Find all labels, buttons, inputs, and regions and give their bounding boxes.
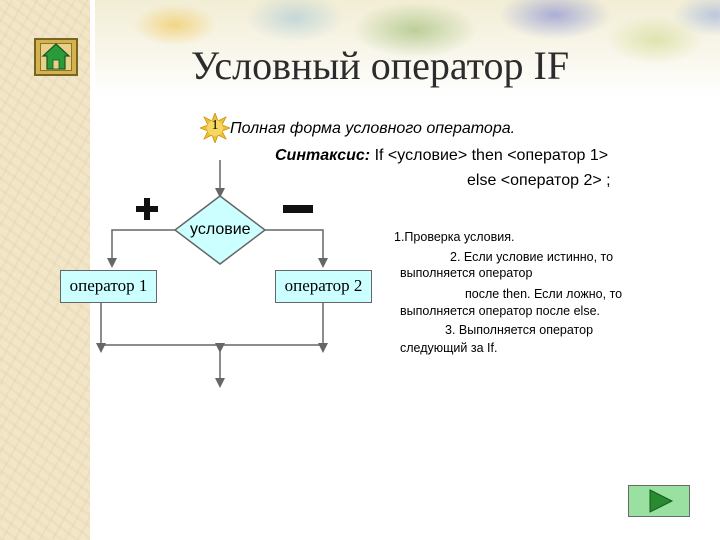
notes-line-1: 1.Проверка условия. xyxy=(394,230,515,244)
syntax-line-1: Синтаксис: If <условие> then <оператор 1… xyxy=(275,147,608,165)
numbered-burst-icon xyxy=(200,113,230,143)
notes-line-4: после then. Если ложно, то xyxy=(465,287,623,301)
next-slide-button[interactable] xyxy=(628,485,690,517)
syntax-if-then: If <условие> then <оператор 1> xyxy=(370,147,609,164)
operator-1-box: оператор 1 xyxy=(60,270,157,303)
home-icon xyxy=(41,43,71,70)
slide-title: Условный оператор IF xyxy=(190,43,570,88)
notes-line-7: следующий за If. xyxy=(400,341,498,355)
operator-2-box: оператор 2 xyxy=(275,270,372,303)
section-heading: Полная форма условного оператора. xyxy=(230,120,516,137)
item-number: 1 xyxy=(211,118,219,133)
play-triangle-icon xyxy=(649,488,673,513)
notes-line-2: 2. Если условие истинно, то xyxy=(450,250,614,264)
condition-label: условие xyxy=(190,221,251,238)
syntax-label: Синтаксис: xyxy=(275,147,371,164)
notes-line-5: выполняется оператор после else. xyxy=(400,304,601,318)
notes-line-3: выполняется оператор xyxy=(400,266,533,280)
syntax-line-2: else <оператор 2> ; xyxy=(467,172,611,189)
home-button[interactable] xyxy=(34,38,78,76)
flower-banner-decoration xyxy=(95,0,720,98)
notes-line-6: 3. Выполняется оператор xyxy=(445,323,594,337)
